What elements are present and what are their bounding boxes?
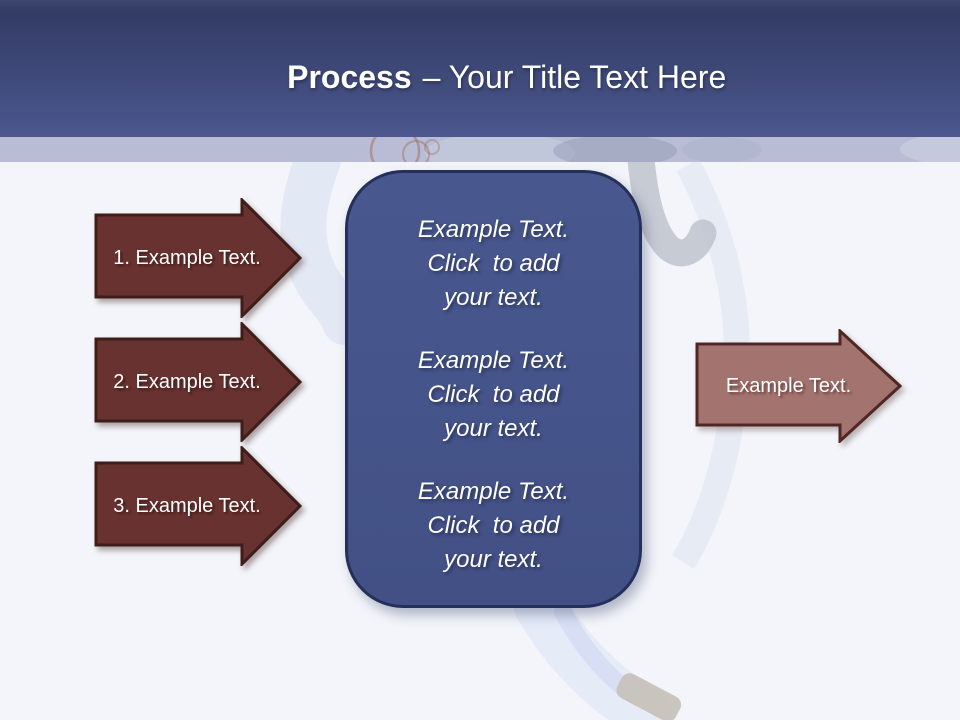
band-gear-ring-mid xyxy=(402,140,430,162)
panel-text-line: Click to add xyxy=(427,381,560,408)
band-gear-ring-small xyxy=(424,139,440,155)
panel-text-line: Click to add xyxy=(427,512,560,539)
step-arrow-2-label: 2. Example Text. xyxy=(113,370,261,393)
runner-arm-gray xyxy=(626,134,717,267)
center-text-panel: Example Text. Click to add your text. Ex… xyxy=(345,170,642,608)
runner-arm-left xyxy=(280,137,368,345)
panel-block-1: Example Text. Click to add your text. xyxy=(360,213,627,315)
runner-leg-shade xyxy=(554,603,635,699)
runner-leg xyxy=(514,580,673,720)
step-arrow-3: 3. Example Text. xyxy=(94,446,302,566)
band-silhouette-shoulder xyxy=(553,137,677,162)
panel-block-2: Example Text. Click to add your text. xyxy=(360,344,627,446)
panel-text-line: your text. xyxy=(444,415,543,442)
panel-block-3: Example Text. Click to add your text. xyxy=(360,475,627,577)
arrow-shape xyxy=(94,446,302,566)
panel-text-line: your text. xyxy=(444,546,543,573)
band-highlight xyxy=(900,137,960,162)
decor-band xyxy=(0,137,960,162)
band-silhouette-torso xyxy=(425,137,575,162)
panel-text-line: Example Text. xyxy=(417,478,570,505)
page-title: Process – Your Title Text Here xyxy=(234,7,726,131)
page-title-bold: Process xyxy=(287,58,412,95)
arrow-shape xyxy=(94,322,302,442)
header-bar: Process – Your Title Text Here xyxy=(0,0,960,137)
band-gear-ring-large xyxy=(369,137,421,162)
step-arrow-1: 1. Example Text. xyxy=(94,198,302,318)
panel-text-line: Example Text. xyxy=(417,216,570,243)
output-arrow-label: Example Text. xyxy=(725,374,852,397)
step-arrow-1-label: 1. Example Text. xyxy=(113,246,261,269)
step-arrow-2: 2. Example Text. xyxy=(94,322,302,442)
panel-text-line: Example Text. xyxy=(417,347,570,374)
page-title-rest: – Your Title Text Here xyxy=(422,58,727,95)
arrow-shape xyxy=(695,329,902,443)
output-arrow: Example Text. xyxy=(695,329,902,443)
panel-text-line: your text. xyxy=(444,284,543,311)
panel-text-line: Click to add xyxy=(427,250,560,277)
step-arrow-3-label: 3. Example Text. xyxy=(113,494,261,517)
arrow-shape xyxy=(94,198,302,318)
band-silhouette-head xyxy=(682,137,762,162)
runner-shoe xyxy=(616,673,682,720)
